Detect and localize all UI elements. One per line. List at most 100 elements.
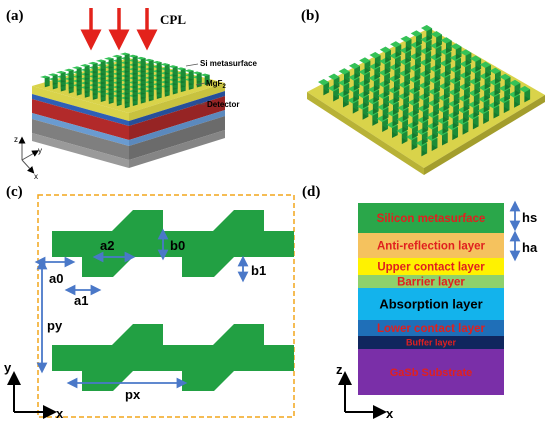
layer-label-3: Barrier layer xyxy=(397,277,465,289)
ha-label: ha xyxy=(522,240,538,255)
substrate-left-edge xyxy=(307,92,424,175)
dimension-labels: a2 b0 b1 a0 a1 py px xyxy=(47,238,266,402)
panel-c-axes: y x xyxy=(4,360,64,421)
axis-x-label: x xyxy=(34,172,38,181)
layer-label-0: Silicon metasurface xyxy=(377,213,486,225)
pillar-b-8-3 xyxy=(429,54,441,71)
pillar-b-9-4 xyxy=(449,54,461,72)
pillar-b-3-5 xyxy=(397,93,409,110)
pillar-a-1-0 xyxy=(48,73,58,85)
label-a1: a1 xyxy=(74,293,88,308)
layer-label-5: Lower contact layer xyxy=(377,323,486,335)
pillar-a-10-9 xyxy=(192,71,202,84)
cpl-label: CPL xyxy=(160,12,186,27)
layer-4 xyxy=(358,288,504,320)
pillar-b-5-2 xyxy=(389,64,401,81)
mgf2-label: MgF2 xyxy=(206,79,226,90)
pillar-a-10-1 xyxy=(128,54,138,67)
pillar-a-10-8 xyxy=(184,69,194,82)
si-metasurface-pillars xyxy=(40,52,210,109)
pillar-b-10-1 xyxy=(430,31,442,48)
pillar-b-2-8 xyxy=(417,117,429,134)
axis-z-label: z xyxy=(14,135,18,144)
pillar-b-10-4 xyxy=(460,49,472,66)
pillar-a-10-10 xyxy=(200,73,210,86)
pillar-a-10-6 xyxy=(168,65,178,77)
label-b1: b1 xyxy=(251,263,266,278)
pillar-b-4-8 xyxy=(437,106,449,123)
pillar-b-10-9 xyxy=(509,79,521,97)
pillar-b-4-10 xyxy=(457,118,469,135)
pillar-b-0-4 xyxy=(357,103,369,120)
pillar-a-6-0 xyxy=(88,61,98,74)
pillar-b-3-6 xyxy=(407,99,419,116)
pillar-a-10-7 xyxy=(176,67,186,79)
pillar-b-6-8 xyxy=(458,95,470,112)
axis-y-label: y xyxy=(38,146,42,155)
panel-c-label: (c) xyxy=(6,184,23,200)
pillar-b-8-0 xyxy=(400,35,412,53)
pillar-b-7-0 xyxy=(390,41,402,58)
layer-label-4: Absorption layer xyxy=(379,297,482,312)
pillar-b-1-5 xyxy=(377,104,389,121)
panel-a-label: (a) xyxy=(6,8,24,24)
layer-label-1: Anti-reflection layer xyxy=(377,241,486,253)
panel-a-axes: z y x xyxy=(14,135,42,181)
panel-c: (c) a2 b0 b1 xyxy=(4,184,295,421)
pillar-b-1-8 xyxy=(406,122,418,139)
pillar-b-8-8 xyxy=(478,84,490,101)
pillar-b-5-0 xyxy=(369,52,381,69)
pillar-b-9-1 xyxy=(420,36,432,53)
pillar-a-7-0 xyxy=(96,59,106,72)
panel-b: (b) xyxy=(301,8,545,175)
layer-5 xyxy=(358,320,504,336)
panel-a: (a) CPL xyxy=(6,8,257,181)
pillar-a-2-0 xyxy=(56,71,66,83)
axis-d-z-label: z xyxy=(336,362,343,377)
pillar-a-4-0 xyxy=(72,66,82,79)
layer-1 xyxy=(358,233,504,258)
pillar-a-5-0 xyxy=(80,64,90,76)
axis-c-y-label: y xyxy=(4,360,12,375)
pillar-b-7-1 xyxy=(399,47,411,64)
pillar-b-6-0 xyxy=(379,46,391,63)
pillar-b-10-5 xyxy=(470,55,482,72)
layer-0 xyxy=(358,203,504,233)
layer-3 xyxy=(358,275,504,288)
pillar-b-10-2 xyxy=(440,37,452,54)
label-px: px xyxy=(125,387,141,402)
pillar-b-5-3 xyxy=(398,70,410,87)
label-b0: b0 xyxy=(170,238,185,253)
pillar-b-10-8 xyxy=(499,73,511,91)
pillar-b-10-3 xyxy=(450,43,462,60)
pillar-b-10-10 xyxy=(519,86,531,103)
pillar-a-0-0 xyxy=(40,75,50,88)
detector-stack xyxy=(32,52,225,168)
pillar-b-2-10 xyxy=(436,129,448,146)
pillar-b-5-9 xyxy=(457,106,469,124)
axis-c-x-label: x xyxy=(56,406,64,421)
metasurface-strip-bottom xyxy=(52,324,294,391)
pillar-b-4-0 xyxy=(359,57,371,74)
layer-7 xyxy=(358,349,504,395)
pillar-b-10-6 xyxy=(479,61,491,78)
pillar-b-0-2 xyxy=(337,91,349,108)
pillar-b-7-3 xyxy=(419,59,431,76)
label-py: py xyxy=(47,318,63,333)
pillar-b-10-0 xyxy=(421,25,433,42)
pillar-b-3-3 xyxy=(378,81,390,98)
pillar-b-0-7 xyxy=(386,121,398,139)
pillar-b-0-3 xyxy=(347,97,359,114)
pillar-b-9-10 xyxy=(508,91,520,108)
hs-label: hs xyxy=(522,210,537,225)
pillar-b-2-0 xyxy=(338,68,350,85)
panel-b-label: (b) xyxy=(301,8,319,24)
metasurface-array xyxy=(318,25,531,157)
detector-label: Detector xyxy=(207,100,239,109)
cpl-arrows xyxy=(80,8,158,51)
pillar-b-2-2 xyxy=(358,80,370,97)
pillar-b-3-2 xyxy=(368,75,380,92)
layer-label-7: GaSb Substrate xyxy=(390,367,473,379)
